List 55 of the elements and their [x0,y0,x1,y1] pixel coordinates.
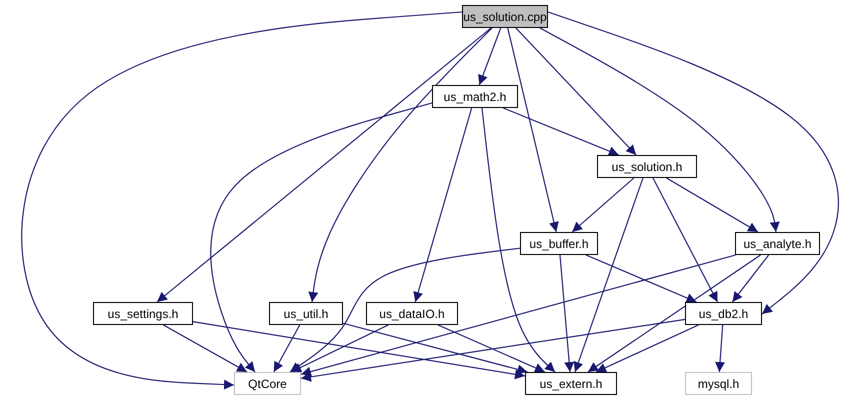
arrow [481,108,556,372]
arrow [210,102,432,372]
arrow [666,178,758,232]
arrow [163,324,248,372]
arrow [515,28,637,156]
arrow [588,254,761,372]
arrow [308,28,492,302]
file-box [597,155,697,178]
arrow [652,178,718,302]
file-name: us_db2.h [698,308,748,320]
file-name: us_util.h [284,308,328,320]
arrow [596,324,699,372]
arrow [300,318,686,382]
arrow [156,28,492,302]
file-name: us_dataIO.h [379,308,445,320]
arrow [438,324,546,373]
file-name: us_analyte.h [743,238,812,250]
arrow [413,108,472,302]
file-box [685,302,762,325]
file-name: us_math2.h [444,90,506,102]
file-box [525,372,617,395]
arrow [732,254,770,302]
file-box [234,372,301,395]
file-name: us_solution.cpp [463,10,547,22]
arrow [342,322,528,374]
file-box [366,302,458,325]
file-name: us_extern.h [540,378,602,390]
arrow [192,321,526,380]
arrow [21,11,462,390]
arrow [273,324,300,372]
file-box [735,232,820,255]
file-box [520,232,598,255]
file-name: us_settings.h [108,308,178,320]
arrow [290,247,522,372]
file-name: QtCore [248,378,287,390]
arrow [574,178,644,372]
file-name: mysql.h [698,378,740,390]
arrow [507,28,559,232]
arrow [548,11,839,314]
file-name: us_buffer.h [529,238,589,250]
arrow [478,28,502,86]
arrow [559,254,574,372]
file-box [685,372,752,395]
arrow [586,254,697,303]
arrow [300,254,736,376]
file-box [93,302,193,325]
arrow [540,28,780,232]
arrow [572,178,634,232]
file-box [462,5,548,28]
file-name: us_solution.h [612,160,682,172]
arrow [503,108,619,156]
file-box [432,85,518,108]
arrow [715,324,726,372]
file-box [269,302,343,325]
arrow [291,324,388,372]
